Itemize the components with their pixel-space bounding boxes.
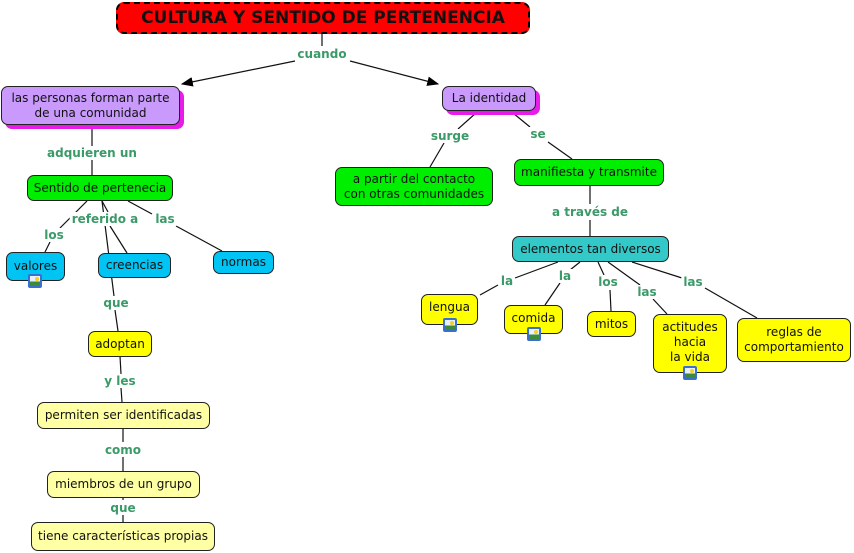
concept-comida[interactable]: comida (504, 305, 563, 334)
link-label-que[interactable]: que (108, 501, 138, 515)
concept-manifiesta[interactable]: manifiesta y transmite (514, 159, 664, 186)
link-label-adquieren[interactable]: adquieren un (45, 146, 139, 160)
link-label-surge[interactable]: surge (428, 129, 472, 143)
link-label-la[interactable]: la (498, 274, 516, 288)
image-icon[interactable] (443, 318, 457, 332)
concept-mitos[interactable]: mitos (587, 311, 636, 337)
concept-creencias[interactable]: creencias (98, 253, 171, 278)
main-topic-node[interactable]: CULTURA Y SENTIDO DE PERTENENCIA (116, 2, 530, 34)
concept-identidad[interactable]: La identidad (442, 86, 536, 111)
link-label-se[interactable]: se (528, 127, 548, 141)
concept-adoptan[interactable]: adoptan (88, 331, 152, 357)
concept-permiten[interactable]: permiten ser identificadas (37, 402, 210, 429)
link-label-y-les[interactable]: y les (102, 374, 138, 388)
concept-normas[interactable]: normas (213, 251, 274, 274)
image-icon[interactable] (28, 274, 42, 288)
link-label-las[interactable]: las (681, 275, 705, 289)
concept-sentido[interactable]: Sentido de pertenecia (27, 175, 173, 201)
link-label-la[interactable]: la (556, 269, 574, 283)
image-icon[interactable] (683, 366, 697, 380)
concept-actitudes[interactable]: actitudes hacia la vida (653, 314, 727, 373)
link-label-referido[interactable]: referido a (69, 212, 141, 226)
link-label-cuando[interactable]: cuando (295, 47, 349, 61)
link-label-las[interactable]: las (153, 212, 177, 226)
concept-tiene[interactable]: tiene características propias (31, 522, 215, 551)
link-label-como[interactable]: como (102, 443, 144, 457)
concept-a-partir[interactable]: a partir del contacto con otras comunida… (335, 167, 493, 206)
link-label-las[interactable]: las (635, 285, 659, 299)
concept-elementos[interactable]: elementos tan diversos (512, 236, 669, 262)
link-label-los[interactable]: los (596, 275, 620, 289)
concept-reglas[interactable]: reglas de comportamiento (737, 318, 851, 362)
link-label-los[interactable]: los (42, 228, 66, 242)
link-label-a-traves[interactable]: a través de (549, 205, 631, 219)
link-label-que[interactable]: que (101, 296, 131, 310)
image-icon[interactable] (527, 327, 541, 341)
concept-personas[interactable]: las personas forman parte de una comunid… (1, 86, 180, 125)
concept-miembros[interactable]: miembros de un grupo (47, 471, 200, 498)
